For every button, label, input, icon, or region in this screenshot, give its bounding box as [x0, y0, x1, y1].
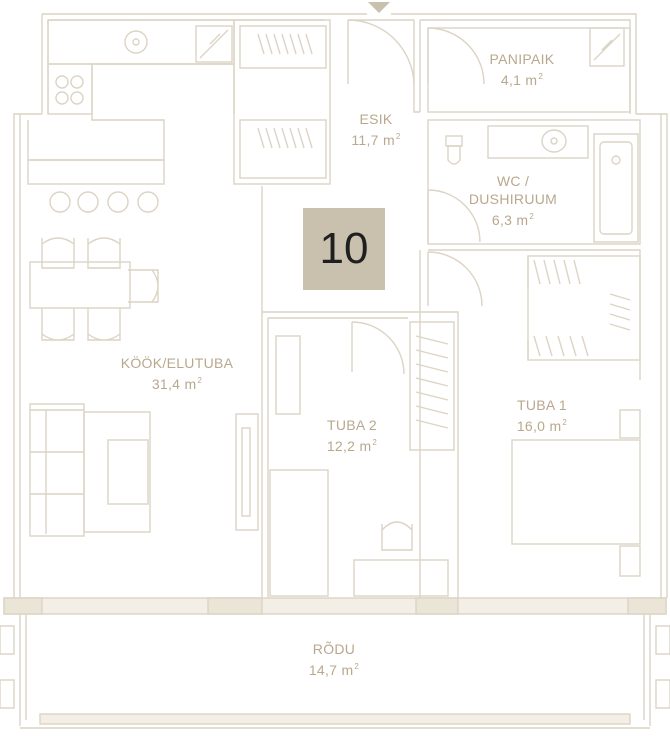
- room-label-wc: WC / DUSHIRUUM 6,3 m2: [450, 172, 576, 229]
- window-wall: [3, 597, 667, 615]
- room-area: 16,0 m: [516, 418, 562, 434]
- room-name: PANIPAIK: [489, 51, 555, 67]
- wc-room: [427, 119, 641, 245]
- room-label-tuba1: TUBA 1 16,0 m2: [482, 396, 602, 435]
- kitchen-counter: [27, 19, 235, 213]
- tv-unit: [235, 413, 259, 531]
- room-name: KÖÖK/ELUTUBA: [120, 355, 234, 371]
- room-label-panipaik: PANIPAIK 4,1 m2: [462, 50, 582, 89]
- room-area: 31,4 m: [151, 376, 197, 392]
- outer-walls: [13, 13, 668, 598]
- hall-wardrobe: [233, 19, 331, 185]
- room-name: RÕDU: [312, 641, 356, 657]
- room-area: 6,3 m: [491, 212, 529, 228]
- room-name: TUBA 2: [326, 417, 378, 433]
- sofa: [29, 403, 151, 537]
- balcony: [0, 614, 670, 729]
- room-area: 4,1 m: [500, 72, 538, 88]
- unit-superscript: 2: [529, 212, 535, 221]
- unit-superscript: 2: [354, 662, 360, 671]
- unit-superscript: 2: [197, 376, 203, 385]
- entry-door: [347, 19, 415, 87]
- room-name: ESIK: [359, 111, 393, 127]
- tuba2-room: [261, 186, 459, 598]
- room-name-line1: WC /: [496, 173, 530, 189]
- unit-superscript: 2: [538, 72, 544, 81]
- room-label-kook-elutuba: KÖÖK/ELUTUBA 31,4 m2: [102, 354, 252, 393]
- entrance-arrow-icon: [368, 2, 390, 13]
- room-name: TUBA 1: [516, 397, 568, 413]
- dining-table: [29, 237, 159, 341]
- panipaik-room: [427, 27, 631, 113]
- room-label-esik: ESIK 11,7 m2: [316, 110, 436, 149]
- room-area: 11,7 m: [351, 132, 395, 148]
- unit-superscript: 2: [395, 132, 401, 141]
- unit-superscript: 2: [372, 438, 378, 447]
- room-label-rodu: RÕDU 14,7 m2: [274, 640, 394, 679]
- room-name-line2: DUSHIRUUM: [468, 191, 558, 207]
- room-area: 14,7 m: [308, 662, 354, 678]
- unit-superscript: 2: [562, 418, 568, 427]
- tuba1-room: [419, 249, 641, 598]
- room-area: 12,2 m: [326, 438, 372, 454]
- room-label-tuba2: TUBA 2 12,2 m2: [292, 416, 412, 455]
- apartment-number-badge: 10: [303, 208, 385, 290]
